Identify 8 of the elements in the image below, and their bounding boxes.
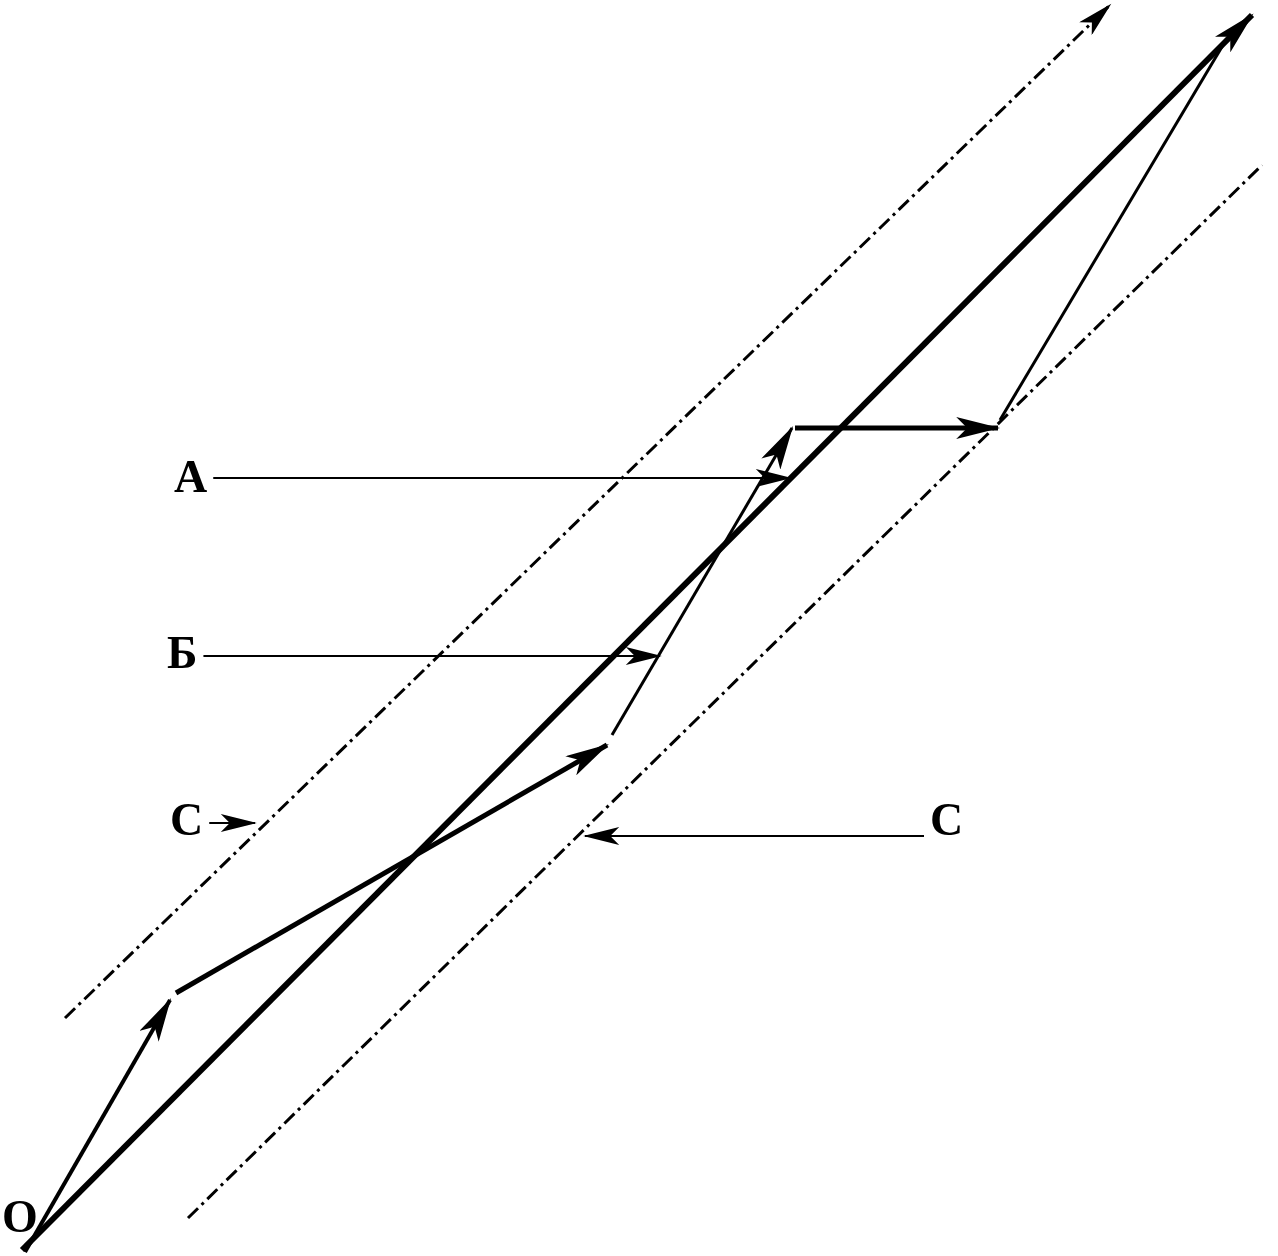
origin-label: О	[1, 1192, 39, 1242]
point-label: А	[172, 452, 210, 502]
leader-line	[583, 827, 925, 845]
leader-line	[208, 814, 257, 832]
point-label: Б	[165, 628, 200, 678]
leader-line	[202, 647, 662, 665]
point-label: С	[168, 795, 206, 845]
point-label: С	[928, 795, 966, 845]
